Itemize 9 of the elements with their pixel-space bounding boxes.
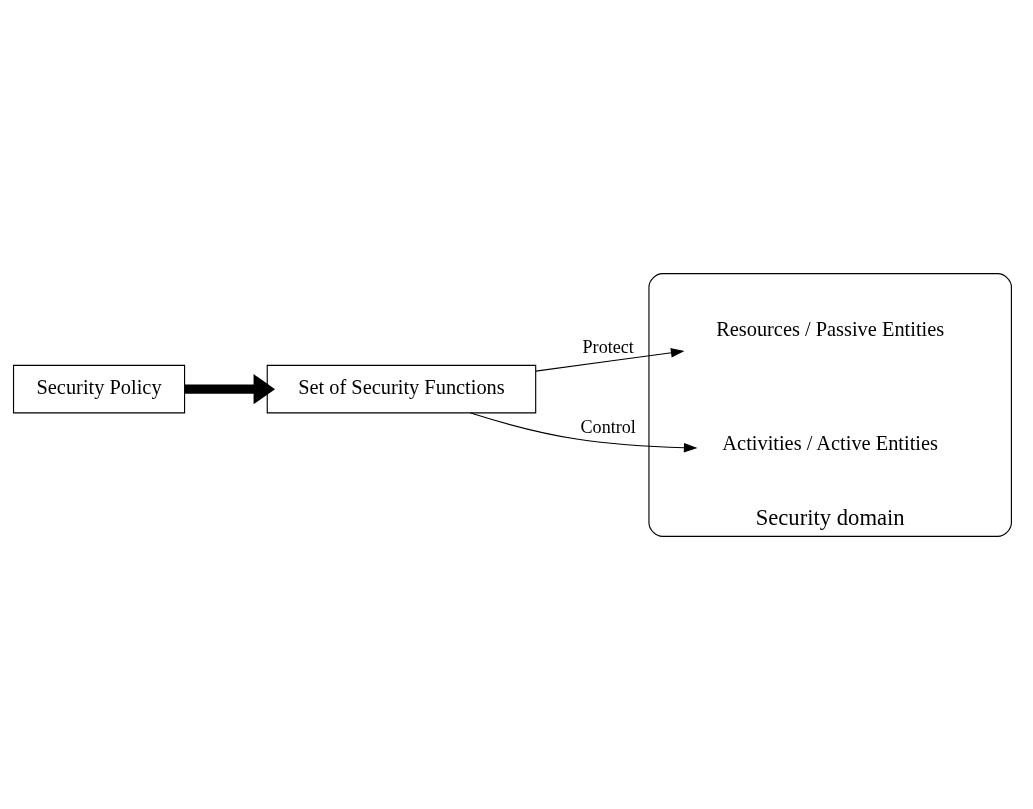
arrow — [469, 411, 697, 452]
node-box: Security Policy — [12, 364, 185, 413]
node-text: Activities / Active Entities — [721, 431, 938, 454]
node-box: Set of Security Functions — [266, 364, 536, 413]
arrow — [534, 347, 684, 372]
arrow — [184, 373, 275, 404]
edge-label: Control — [580, 416, 636, 437]
node-text: Resources / Passive Entities — [715, 317, 944, 340]
edge-label: Protect — [582, 336, 634, 357]
